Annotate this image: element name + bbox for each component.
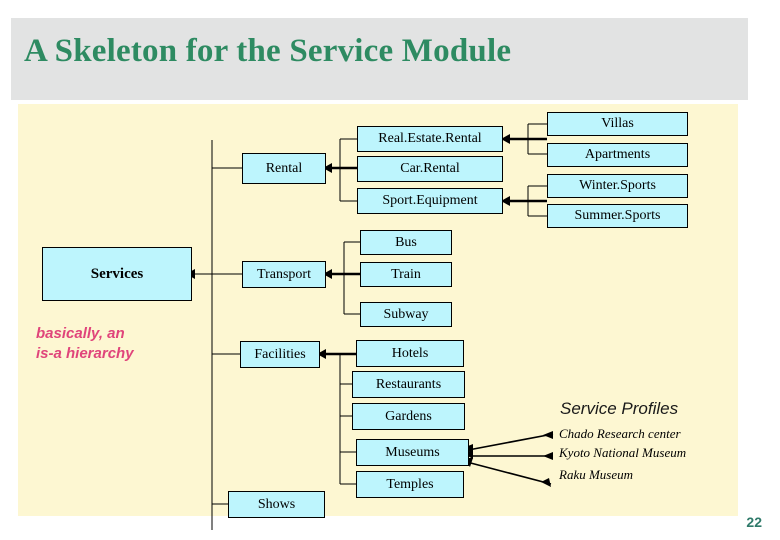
service-profiles-heading: Service Profiles xyxy=(560,399,679,418)
node-services[interactable]: Services xyxy=(42,247,192,301)
profile-item-kyoto: Kyoto National Museum xyxy=(559,445,687,460)
arrow-into-sportequipment-icon xyxy=(501,196,510,206)
node-apartments[interactable]: Apartments xyxy=(547,143,688,167)
node-bus[interactable]: Bus xyxy=(360,230,452,255)
node-restaurants[interactable]: Restaurants xyxy=(352,371,465,398)
profile-item-raku: Raku Museum xyxy=(559,467,634,482)
node-train[interactable]: Train xyxy=(360,262,452,287)
node-wintersports[interactable]: Winter.Sports xyxy=(547,174,688,198)
arrow-into-rental-icon xyxy=(323,163,332,173)
node-carrental[interactable]: Car.Rental xyxy=(357,156,503,182)
node-museums[interactable]: Museums xyxy=(356,439,469,466)
arrow-into-facilities-icon xyxy=(317,349,326,359)
node-gardens[interactable]: Gardens xyxy=(352,403,465,430)
page-title: A Skeleton for the Service Module xyxy=(24,33,512,69)
node-realestaterental[interactable]: Real.Estate.Rental xyxy=(357,126,503,152)
title-banner xyxy=(11,18,748,100)
node-rental[interactable]: Rental xyxy=(242,153,326,184)
node-sportequipment[interactable]: Sport.Equipment xyxy=(357,188,503,214)
arrow-into-transport-icon xyxy=(323,269,332,279)
node-subway[interactable]: Subway xyxy=(360,302,452,327)
node-transport[interactable]: Transport xyxy=(242,261,326,288)
node-facilities[interactable]: Facilities xyxy=(240,341,320,368)
profile-item-chado: Chado Research center xyxy=(559,426,681,441)
node-temples[interactable]: Temples xyxy=(356,471,464,498)
page-number: 22 xyxy=(746,514,762,530)
node-hotels[interactable]: Hotels xyxy=(356,340,464,367)
node-shows[interactable]: Shows xyxy=(228,491,325,518)
node-villas[interactable]: Villas xyxy=(547,112,688,136)
hierarchy-note: basically, an is-a hierarchy xyxy=(36,325,134,362)
arrow-into-realestaterental-icon xyxy=(501,134,510,144)
node-summersports[interactable]: Summer.Sports xyxy=(547,204,688,228)
